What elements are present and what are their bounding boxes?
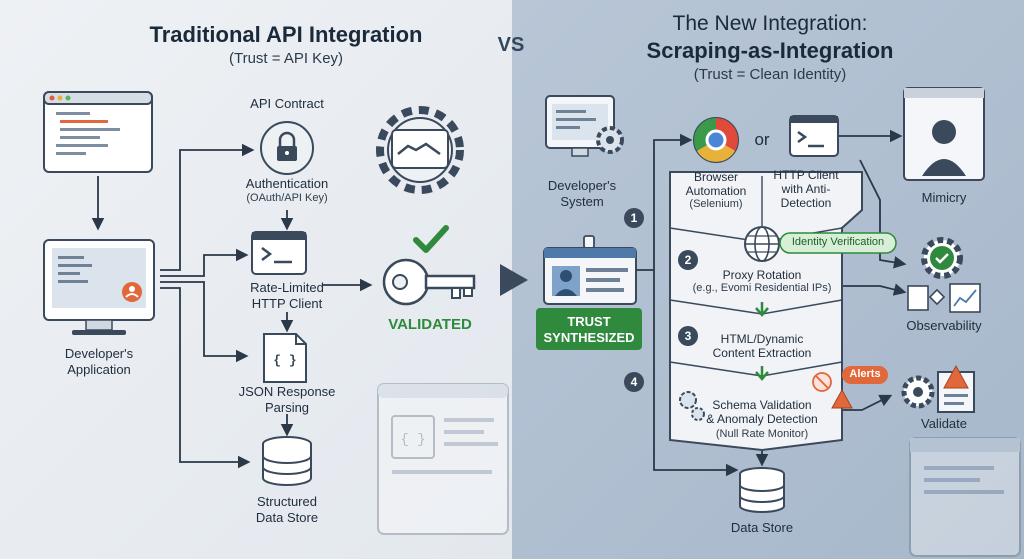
or-label: or [754, 130, 770, 149]
step-2: 2 [684, 253, 692, 267]
validate-icon [901, 364, 975, 413]
browser-automation-label: Browser Automation [685, 170, 747, 198]
terminal-icon [251, 231, 307, 275]
developer-application-label: Developer's Application [64, 346, 134, 377]
identity-verification-label: Identity Verification [791, 236, 885, 248]
data-store-icon [739, 467, 785, 513]
authentication-label: Authentication [245, 176, 329, 191]
validated-label: VALIDATED [388, 316, 472, 333]
id-badge-icon [543, 235, 637, 305]
warning-icon [831, 388, 853, 409]
left-connectors [160, 143, 373, 469]
rate-limited-label: Rate-Limited HTTP Client [250, 280, 324, 311]
json-document-icon: { } [263, 333, 307, 383]
proxy-rotation-label: Proxy Rotation [722, 268, 802, 282]
mimicry-icon [903, 87, 985, 181]
svg-text:{ }: { } [400, 432, 425, 448]
developer-app-monitor-icon [43, 239, 155, 335]
alerts-pill [842, 366, 888, 384]
svg-text:{ }: { } [273, 353, 296, 368]
validate-label: Validate [920, 416, 968, 431]
right-subtitle: (Trust = Clean Identity) [693, 66, 847, 83]
identity-verification-pill [779, 232, 897, 254]
observability-icon [907, 237, 981, 313]
schema-validation-label: Schema Validation & Anomaly Detection [706, 398, 818, 426]
browser-sub: (Selenium) [689, 198, 743, 210]
proxy-rotation-sub: (e.g., Evomi Residential IPs) [692, 282, 832, 294]
database-icon [262, 436, 312, 486]
data-store-label: Data Store [730, 520, 794, 535]
faded-code-window-right [909, 437, 1021, 557]
http-client-label: HTTP Client with Anti- Detection [773, 168, 839, 210]
right-title-line2: Scraping-as-Integration [646, 38, 894, 63]
step-1: 1 [630, 211, 638, 225]
key-icon [382, 258, 476, 306]
flow-down-arrows [755, 302, 769, 381]
transition-arrow [500, 264, 528, 296]
structured-store-label: Structured Data Store [255, 494, 319, 525]
lock-icon [260, 121, 314, 175]
gears-icon [679, 391, 705, 421]
authentication-sub: (OAuth/API Key) [246, 192, 328, 204]
step-3: 3 [684, 329, 692, 343]
json-parsing-label: JSON Response Parsing [238, 384, 336, 415]
schema-validation-sub: (Null Rate Monitor) [715, 428, 809, 440]
api-contract-label: API Contract [250, 96, 324, 111]
chrome-icon [693, 117, 739, 163]
terminal-right-icon [789, 115, 839, 157]
left-subtitle: (Trust = API Key) [228, 50, 344, 67]
right-title-line1: The New Integration: [672, 12, 868, 35]
left-title: Traditional API Integration [149, 22, 423, 47]
no-bug-icon [812, 372, 832, 392]
html-extraction-label: HTML/Dynamic Content Extraction [712, 332, 812, 360]
mimicry-label: Mimicry [921, 190, 967, 205]
developer-system-icon [545, 95, 624, 157]
developer-system-label: Developer's System [547, 178, 617, 209]
faded-code-window: { } [377, 383, 509, 535]
vs-label: VS [497, 34, 525, 56]
trust-synthesized-label: TRUST SYNTHESIZED [543, 314, 635, 345]
right-connectors [636, 129, 907, 477]
code-window-icon [43, 91, 153, 173]
check-icon [413, 225, 449, 253]
step-4: 4 [630, 375, 638, 389]
trust-badge-bg [536, 308, 642, 350]
alerts-label: Alerts [849, 368, 881, 380]
handshake-gear-icon [376, 106, 464, 194]
step-circles [624, 208, 698, 392]
globe-icon [744, 226, 780, 262]
observability-label: Observability [906, 318, 982, 333]
